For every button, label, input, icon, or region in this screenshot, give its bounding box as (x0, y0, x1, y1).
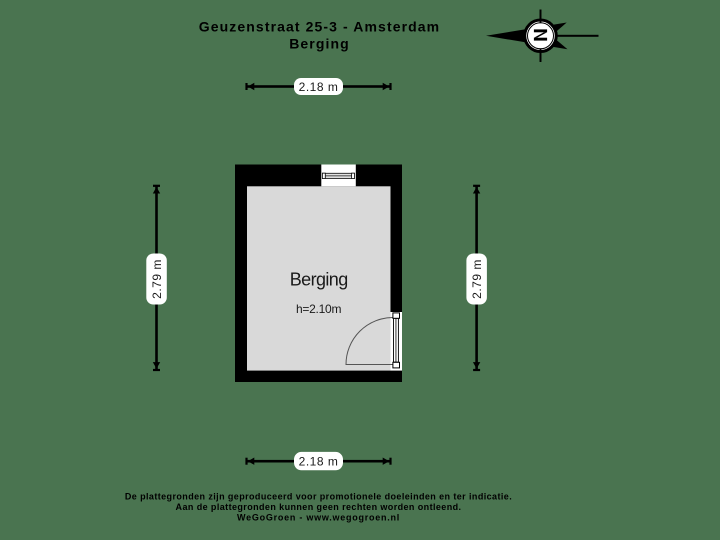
svg-text:Aan de plattegronden kunnen ge: Aan de plattegronden kunnen geen rechten… (176, 502, 462, 512)
svg-text:2.18 m: 2.18 m (299, 455, 339, 469)
svg-text:Berging: Berging (289, 35, 350, 51)
svg-text:2.18 m: 2.18 m (299, 80, 339, 94)
svg-text:De plattegronden zijn geproduc: De plattegronden zijn geproduceerd voor … (125, 492, 512, 502)
svg-text:Geuzenstraat 25-3 - Amsterdam: Geuzenstraat 25-3 - Amsterdam (199, 19, 440, 35)
svg-text:h=2.10m: h=2.10m (296, 302, 342, 316)
svg-text:Berging: Berging (290, 269, 348, 289)
svg-text:WeGoGroen - www.wegogroen.nl: WeGoGroen - www.wegogroen.nl (237, 513, 400, 523)
svg-text:2.79 m: 2.79 m (470, 259, 484, 299)
svg-text:2.79 m: 2.79 m (150, 259, 164, 299)
